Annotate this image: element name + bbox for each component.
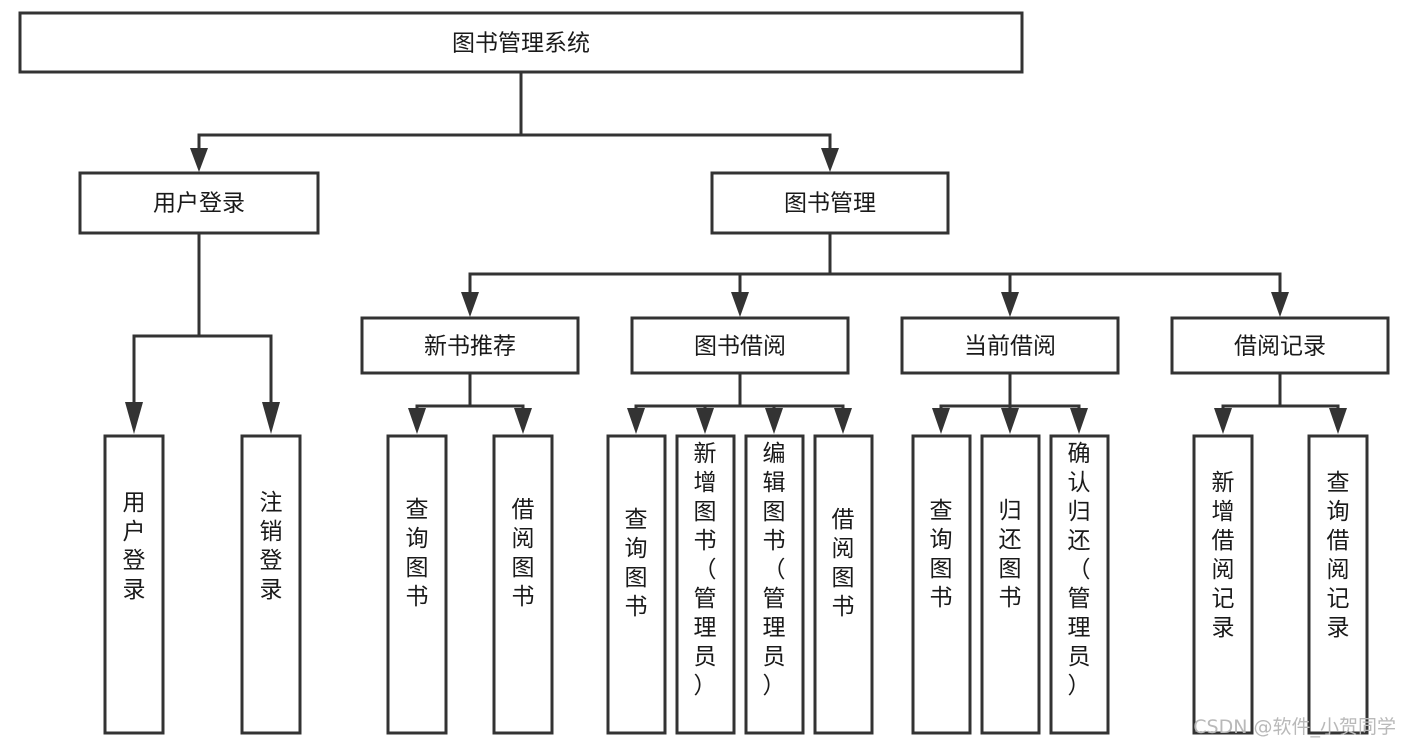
node-new-book-recommend[interactable]: 新书推荐: [360, 316, 580, 375]
node-book-borrow-label: 图书借阅: [694, 334, 786, 360]
arrow-head-cb-leaf3: [1070, 408, 1088, 434]
arrow-head-leaf-logout: [262, 402, 280, 434]
leaf-logout[interactable]: 注销登录: [240, 434, 302, 735]
node-current-borrow-box[interactable]: [900, 316, 1120, 375]
connectors-book-manage-to-level2: [461, 231, 1289, 317]
leaf-br-add-record-label: 新增借阅记录: [1212, 470, 1235, 641]
node-user-login-box[interactable]: [78, 171, 320, 235]
leaf-cb-return-book[interactable]: 归还图书: [980, 434, 1041, 735]
leaf-br-add-record[interactable]: 新增借阅记录: [1192, 434, 1254, 735]
arrow-head-br-leaf2: [1329, 408, 1347, 434]
arrow-head-cb-leaf2: [1001, 408, 1019, 434]
arrow-head-bb-leaf2: [696, 408, 714, 434]
leaf-nb-query-book-label: 查询图书: [406, 497, 429, 610]
connectors-new-book-to-leaves: [408, 371, 532, 434]
node-user-login-label: 用户登录: [153, 191, 245, 217]
leaf-cb-query-book-box[interactable]: [911, 434, 972, 735]
leaf-nb-query-book[interactable]: 查询图书: [386, 434, 448, 735]
arrow-head-borrow-records: [1271, 292, 1289, 317]
node-new-book-recommend-box[interactable]: [360, 316, 580, 375]
leaf-bb-borrow-book[interactable]: 借阅图书: [813, 434, 874, 735]
leaf-cb-return-book-label: 归还图书: [999, 498, 1022, 611]
leaf-nb-query-book-box[interactable]: [386, 434, 448, 735]
node-book-manage[interactable]: 图书管理: [710, 171, 950, 235]
arrow-head-br-leaf1: [1214, 408, 1232, 434]
watermark-label: CSDN @软件_小贺同学: [1193, 716, 1396, 738]
arrow-head-book-manage: [821, 148, 839, 172]
leaf-bb-add-book-box[interactable]: [675, 434, 736, 735]
leaf-nb-borrow-book[interactable]: 借阅图书: [492, 434, 554, 735]
connectors-current-borrow-to-leaves: [932, 371, 1088, 434]
connectors-book-borrow-to-leaves: [627, 371, 852, 434]
node-user-login[interactable]: 用户登录: [78, 171, 320, 235]
connectors-borrow-records-to-leaves: [1214, 371, 1347, 434]
node-new-book-recommend-label: 新书推荐: [424, 334, 516, 360]
arrow-head-nb-leaf2: [514, 408, 532, 434]
leaf-br-query-record[interactable]: 查询借阅记录: [1307, 434, 1369, 735]
node-book-manage-label: 图书管理: [784, 191, 876, 217]
leaf-bb-query-book-box[interactable]: [606, 434, 667, 735]
leaf-bb-add-book-label: 新增图书（管理员）: [694, 441, 717, 699]
arrow-head-user-login: [190, 148, 208, 172]
node-root-system-label: 图书管理系统: [452, 31, 590, 57]
node-book-borrow[interactable]: 图书借阅: [630, 316, 850, 375]
leaf-bb-borrow-book-box[interactable]: [813, 434, 874, 735]
node-borrow-records-box[interactable]: [1170, 316, 1390, 375]
leaf-logout-label: 注销登录: [260, 490, 283, 603]
node-current-borrow-label: 当前借阅: [964, 334, 1056, 360]
arrow-head-nb-leaf1: [408, 408, 426, 434]
leaf-br-query-record-label: 查询借阅记录: [1327, 470, 1350, 641]
arrow-head-cb-leaf1: [932, 408, 950, 434]
arrow-head-bb-leaf4: [834, 408, 852, 434]
node-root-system-box[interactable]: [18, 11, 1024, 74]
leaf-nb-borrow-book-box[interactable]: [492, 434, 554, 735]
leaf-bb-borrow-book-label: 借阅图书: [832, 507, 855, 620]
connectors-user-login-to-leaves: [125, 231, 280, 434]
leaf-cb-confirm-return-label: 确认归还（管理员）: [1068, 441, 1091, 699]
leaf-cb-confirm-return[interactable]: 确认归还（管理员）: [1049, 434, 1110, 735]
node-borrow-records-label: 借阅记录: [1234, 334, 1326, 360]
leaf-bb-edit-book-label: 编辑图书（管理员）: [763, 441, 786, 699]
arrow-head-leaf-user-login: [125, 402, 143, 434]
leaf-bb-query-book-label: 查询图书: [625, 507, 648, 620]
arrow-head-current-borrow: [1001, 292, 1019, 317]
connectors-root-to-level1: [190, 70, 839, 172]
leaf-user-login[interactable]: 用户登录: [103, 434, 165, 735]
leaf-user-login-label: 用户登录: [123, 490, 146, 603]
leaf-cb-return-book-box[interactable]: [980, 434, 1041, 735]
node-book-borrow-box[interactable]: [630, 316, 850, 375]
node-current-borrow[interactable]: 当前借阅: [900, 316, 1120, 375]
node-root-system[interactable]: 图书管理系统: [18, 11, 1024, 74]
leaf-bb-add-book[interactable]: 新增图书（管理员）: [675, 434, 736, 735]
leaf-cb-query-book-label: 查询图书: [930, 498, 953, 611]
node-book-manage-box[interactable]: [710, 171, 950, 235]
leaf-bb-edit-book[interactable]: 编辑图书（管理员）: [744, 434, 805, 735]
leaf-cb-query-book[interactable]: 查询图书: [911, 434, 972, 735]
leaf-logout-box[interactable]: [240, 434, 302, 735]
arrow-head-bb-leaf1: [627, 408, 645, 434]
leaf-nb-borrow-book-label: 借阅图书: [512, 497, 535, 610]
arrow-head-new-book: [461, 292, 479, 317]
leaf-br-query-record-box[interactable]: [1307, 434, 1369, 735]
leaf-cb-confirm-return-box[interactable]: [1049, 434, 1110, 735]
leaf-bb-edit-book-box[interactable]: [744, 434, 805, 735]
leaf-br-add-record-box[interactable]: [1192, 434, 1254, 735]
arrow-head-bb-leaf3: [765, 408, 783, 434]
leaf-bb-query-book[interactable]: 查询图书: [606, 434, 667, 735]
leaf-user-login-box[interactable]: [103, 434, 165, 735]
arrow-head-book-borrow: [731, 292, 749, 317]
node-borrow-records[interactable]: 借阅记录: [1170, 316, 1390, 375]
